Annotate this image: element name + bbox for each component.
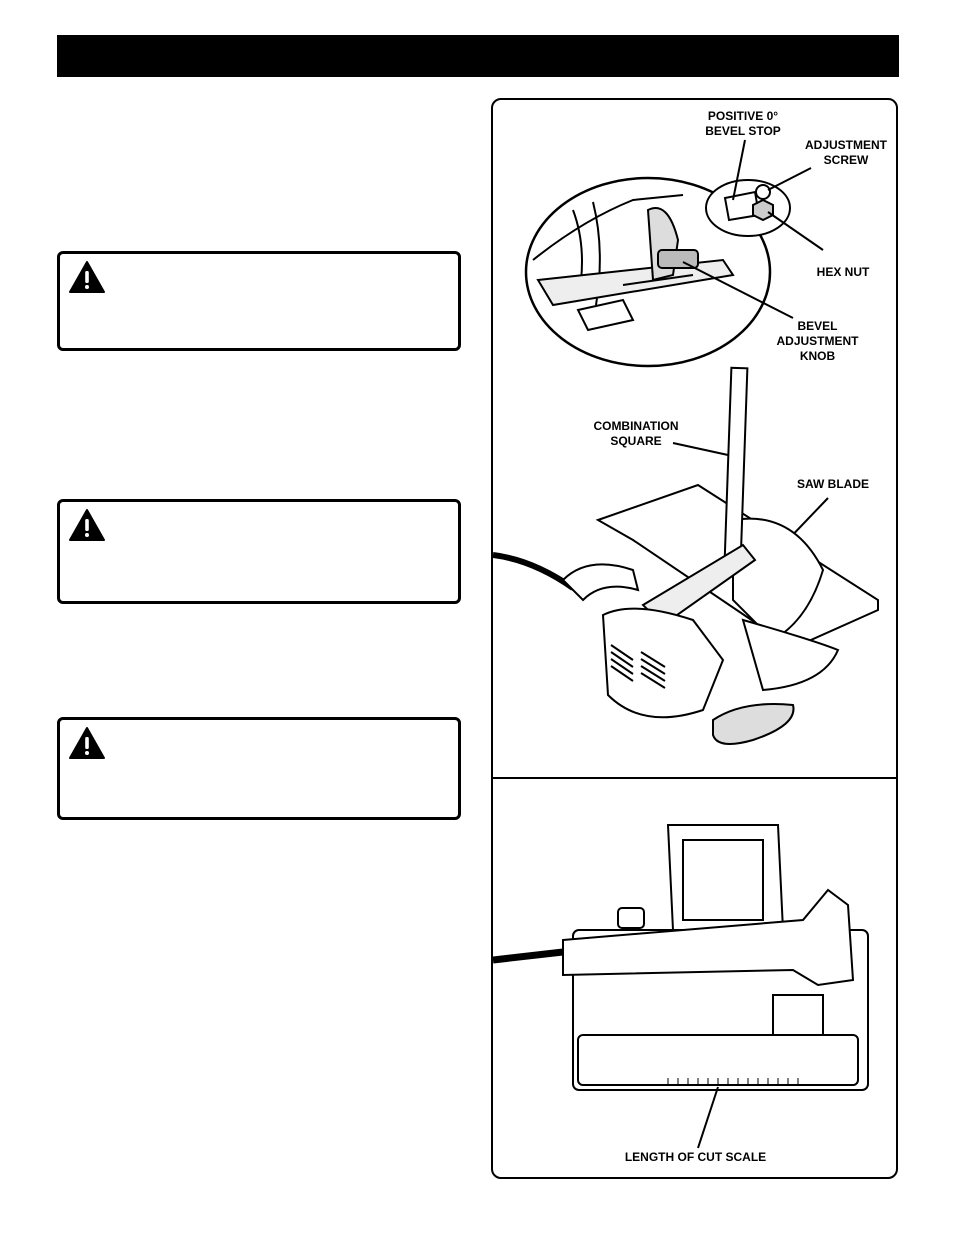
warning-box-3 bbox=[57, 717, 461, 820]
warning-triangle-icon bbox=[69, 261, 105, 293]
saw-motor bbox=[601, 607, 725, 719]
bevel-stop-parts bbox=[723, 184, 774, 222]
figure-panel: POSITIVE 0° BEVEL STOP ADJUSTMENT SCREW … bbox=[491, 98, 898, 1179]
warning-triangle-icon bbox=[69, 509, 105, 541]
saw-cord-bottom bbox=[493, 948, 564, 964]
saw-base bbox=[577, 1034, 859, 1086]
bevel-adjustment-illustration bbox=[493, 139, 879, 745]
handle-window bbox=[682, 839, 764, 921]
header-bar bbox=[57, 35, 899, 77]
label-adjustment-screw: ADJUSTMENT SCREW bbox=[804, 138, 887, 167]
saw-handle bbox=[561, 563, 640, 602]
front-knob bbox=[712, 703, 795, 745]
label-bevel-adjustment-knob: BEVEL ADJUSTMENT KNOB bbox=[776, 319, 859, 363]
blade-guard bbox=[741, 618, 840, 692]
saw-motor-housing bbox=[562, 888, 855, 987]
depth-knob bbox=[617, 907, 645, 929]
label-hex-nut: HEX NUT bbox=[816, 265, 870, 279]
label-length-of-cut-scale: LENGTH OF CUT SCALE bbox=[624, 1150, 767, 1164]
motor-vents bbox=[610, 644, 666, 689]
panel-divider bbox=[493, 777, 896, 779]
blade-guard-box bbox=[772, 994, 824, 1036]
length-of-cut-illustration bbox=[493, 824, 869, 1149]
label-combination-square: COMBINATION SQUARE bbox=[593, 419, 679, 448]
cut-scale-ticks bbox=[667, 1078, 799, 1086]
circular-saw bbox=[493, 366, 879, 745]
cut-scale-leader bbox=[697, 1086, 719, 1149]
warning-box-1 bbox=[57, 251, 461, 351]
label-positive-bevel-stop: POSITIVE 0° BEVEL STOP bbox=[705, 109, 781, 138]
warning-box-2 bbox=[57, 499, 461, 604]
warning-triangle-icon bbox=[69, 727, 105, 759]
label-saw-blade: SAW BLADE bbox=[797, 477, 869, 491]
